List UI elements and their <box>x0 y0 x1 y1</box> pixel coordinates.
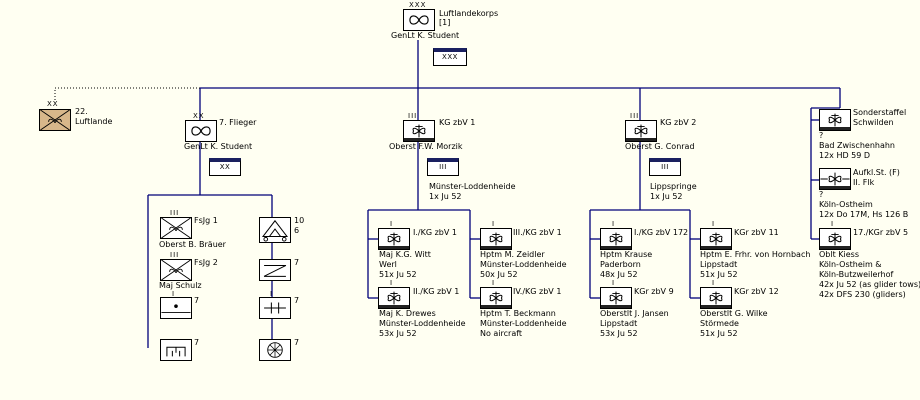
artillery-symbol <box>259 217 291 243</box>
kg2-location: Lippspringe 1x Ju 52 <box>650 182 697 201</box>
kg1-g3-rank: I <box>492 220 496 228</box>
flieger7-name: 7. Flieger <box>219 118 257 127</box>
corps-name: Luftlandekorps <box>439 9 499 18</box>
engineer-symbol-7a <box>160 297 192 319</box>
kg2-g4-rank: I <box>712 279 716 287</box>
kg2-g2-transport-symbol <box>600 287 632 309</box>
kg2-g1-name: I./KG zbV 172 <box>634 228 689 237</box>
kg2-g2-rank: I <box>612 279 616 287</box>
corps-number: [1] <box>439 18 451 27</box>
u7a-rank-marker: I <box>172 290 176 298</box>
u7a-number: 7 <box>194 296 200 305</box>
kg1-g2-transport-symbol <box>378 287 410 309</box>
r3-details: Oblt Kiess Köln-Ostheim & Köln-Butzweile… <box>819 250 920 299</box>
kg1-name: KG zbV 1 <box>439 118 476 127</box>
r3-rank: I <box>831 220 835 228</box>
sup2-rank-marker: I <box>270 290 274 298</box>
kg1-g3-transport-symbol <box>480 228 512 250</box>
kg1-g4-transport-symbol <box>480 287 512 309</box>
fsjg2-name: FsJg 2 <box>194 258 218 267</box>
kg1-g2-name: II./KG zbV 1 <box>413 287 460 296</box>
u7b-number: 7 <box>194 338 200 347</box>
r3-name: 17./KGr zbV 5 <box>853 228 909 237</box>
r2-details: ? Köln-Ostheim 12x Do 17M, Hs 126 B <box>819 190 909 219</box>
kg2-g4-name: KGr zbV 12 <box>734 287 779 296</box>
flieger7-rank-marker: XX <box>193 112 205 120</box>
kg1-g2-details: Maj K. Drewes Münster-Loddenheide 53x Ju… <box>379 309 466 338</box>
r2-name: Aufkl.St. (F) II. Flk <box>853 168 900 187</box>
kg2-g3-rank: I <box>712 220 716 228</box>
kg2-g1-details: Hptm Krause Paderborn 48x Ju 52 <box>600 250 653 279</box>
kg1-location: Münster-Loddenheide 1x Ju 52 <box>429 182 516 201</box>
kg2-rank-marker: III <box>630 112 640 120</box>
r1-name: Sonderstaffel Schwilden <box>853 108 907 127</box>
antitank-symbol <box>259 259 291 281</box>
kg1-g4-rank: I <box>492 279 496 287</box>
kg2-commander: Oberst G. Conrad <box>625 142 695 151</box>
sup1-number: 7 <box>294 258 300 267</box>
kg1-g3-details: Hptm M. Zeidler Münster-Loddenheide 50x … <box>480 250 567 279</box>
kg2-g4-details: Oberstlt G. Wilke Störmede 51x Ju 52 <box>700 309 768 338</box>
div22-name: 22. Luftlande <box>75 107 113 126</box>
kg1-g1-name: I./KG zbV 1 <box>413 228 457 237</box>
supply-wheel-symbol <box>259 339 291 361</box>
artillery-number: 10 6 <box>294 216 305 235</box>
kg1-g1-rank: I <box>390 220 394 228</box>
kg2-g1-rank: I <box>612 220 616 228</box>
flieger7-airborne-symbol <box>185 120 217 142</box>
fsjg1-rank-marker: III <box>170 209 180 217</box>
corps-rank-marker: XXX <box>409 1 427 9</box>
fsjg1-para-infantry-symbol <box>160 217 192 239</box>
kg2-hq-box: III <box>649 158 681 176</box>
flieger7-commander: GenLt K. Student <box>184 142 253 151</box>
kg2-g2-name: KGr zbV 9 <box>634 287 674 296</box>
fsjg2-commander: Maj Schulz <box>159 281 202 290</box>
kg1-hq-box: III <box>427 158 459 176</box>
sup2-number: 7 <box>294 296 300 305</box>
kg1-g4-details: Hptm T. Beckmann Münster-Loddenheide No … <box>480 309 567 338</box>
r1-details: ? Bad Zwischenhahn 12x HD 59 D <box>819 131 895 160</box>
kg2-name: KG zbV 2 <box>660 118 697 127</box>
kg1-commander: Oberst F.W. Morzik <box>389 142 463 151</box>
sup3-number: 7 <box>294 338 300 347</box>
kg1-rank-marker: III <box>408 112 418 120</box>
corps-commander: GenLt K. Student <box>391 31 460 40</box>
r1-aircraft-symbol <box>819 109 851 131</box>
r2-recon-symbol <box>819 168 851 190</box>
kg2-g3-transport-symbol <box>700 228 732 250</box>
div22-infantry-symbol <box>39 109 71 131</box>
kg1-g3-name: III./KG zbV 1 <box>513 228 562 237</box>
fsjg1-name: FsJg 1 <box>194 216 218 225</box>
medical-symbol <box>259 297 291 319</box>
kg2-g2-details: Oberstlt J. Jansen Lippstadt 53x Ju 52 <box>600 309 669 338</box>
div22-rank-marker: XX <box>47 100 59 108</box>
corps-airborne-symbol <box>403 9 435 31</box>
kg2-g3-name: KGr zbV 11 <box>734 228 779 237</box>
signals-symbol-7b <box>160 339 192 361</box>
kg1-g1-details: Maj K.G. Witt Werl 51x Ju 52 <box>379 250 431 279</box>
kg1-transport-symbol <box>403 120 435 142</box>
kg1-g2-rank: I <box>390 279 394 287</box>
kg2-g1-transport-symbol <box>600 228 632 250</box>
kg2-g4-transport-symbol <box>700 287 732 309</box>
kg1-g1-transport-symbol <box>378 228 410 250</box>
corps-hq-box: XXX <box>433 48 467 66</box>
r3-transport-symbol <box>819 228 851 250</box>
kg2-transport-symbol <box>625 120 657 142</box>
flieger7-hq-box: XX <box>209 158 241 176</box>
fsjg2-rank-marker: III <box>170 251 180 259</box>
kg2-g3-details: Hptm E. Frhr. von Hornbach Lippstadt 51x… <box>700 250 811 279</box>
fsjg1-commander: Oberst B. Bräuer <box>159 240 226 249</box>
kg1-g4-name: IV./KG zbV 1 <box>513 287 562 296</box>
fsjg2-para-infantry-symbol <box>160 259 192 281</box>
